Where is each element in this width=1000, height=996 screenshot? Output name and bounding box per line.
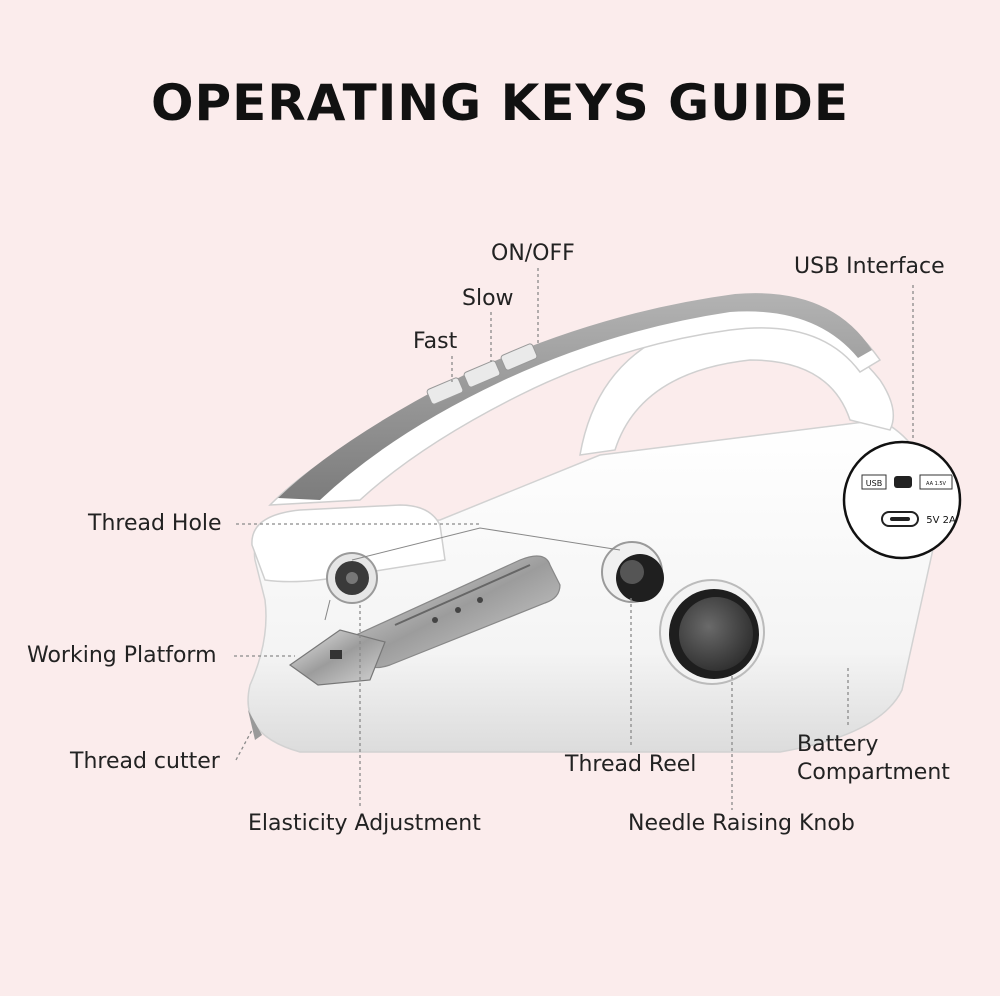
label-thread-reel: Thread Reel [565,752,697,777]
label-thread-hole: Thread Hole [88,511,222,536]
usb-tag: USB [866,479,882,488]
label-battery-line2: Compartment [797,760,950,785]
label-battery-line1: Battery [797,732,879,757]
label-thread-cutter: Thread cutter [70,749,220,774]
label-usb-interface: USB Interface [794,254,945,279]
label-slow: Slow [462,286,514,311]
thread-line [351,527,621,561]
power-spec: 5V 2A [926,515,956,526]
control-buttons [426,343,538,405]
label-working-platform: Working Platform [27,643,217,668]
page-title: OPERATING KEYS GUIDE [150,74,850,132]
leader-lines [234,268,914,810]
thread-cutter [248,710,262,740]
label-elasticity-adjustment: Elasticity Adjustment [248,811,481,836]
grey-top-strip [278,293,872,500]
label-needle-raising-knob: Needle Raising Knob [628,811,855,836]
needle-raising-knob [659,579,765,685]
spec-tag: AA 1.5V [926,481,947,487]
thread-reel [601,541,664,603]
usb-inset: USB AA 1.5V 5V 2A [842,440,962,560]
left-spool [326,552,378,604]
on-off-button [500,343,538,371]
label-fast: Fast [413,329,458,354]
slow-button [463,360,501,388]
label-battery-compartment: Battery Compartment [797,731,950,787]
machine-head [251,504,446,583]
label-on-off: ON/OFF [491,241,575,266]
fast-button [426,377,464,405]
